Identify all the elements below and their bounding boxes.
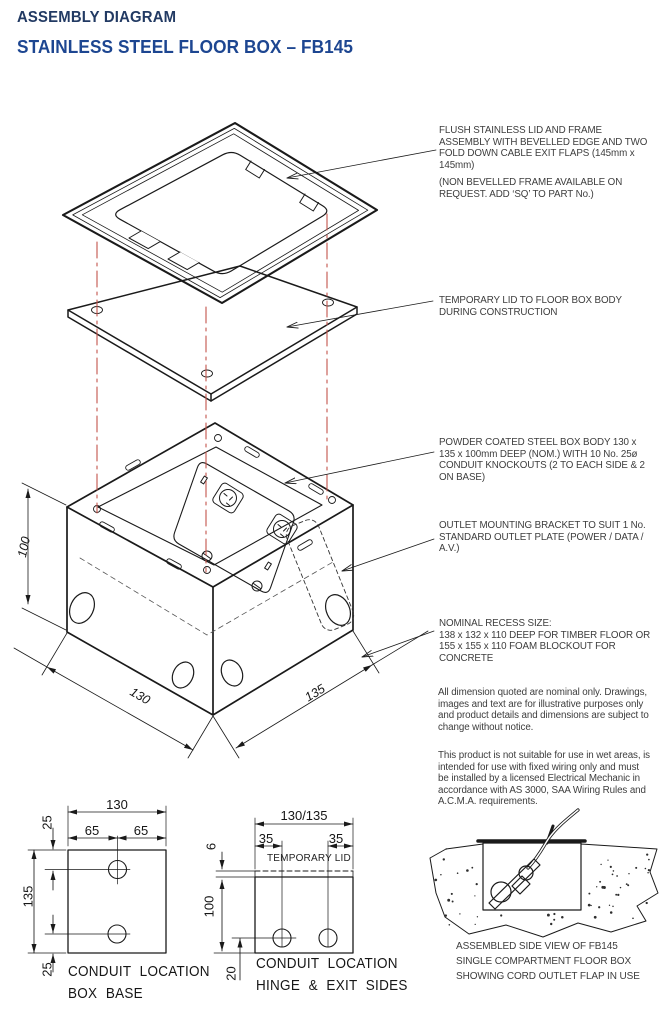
side-dim-lid-thickness: 6	[203, 842, 219, 851]
base-dim-width: 130	[106, 797, 128, 812]
base-dim-half-left: 65	[84, 823, 100, 838]
callout-box-body: POWDER COATED STEEL BOX BODY 130 x 135 x…	[439, 437, 645, 483]
side-view-drawing	[213, 817, 354, 981]
note-installation: This product is not suitable for use in …	[438, 750, 650, 808]
side-dim-left-offset: 35	[258, 831, 274, 846]
assembled-view-drawing	[429, 808, 659, 938]
page-subtitle: STAINLESS STEEL FLOOR BOX – FB145	[17, 36, 354, 57]
page-title: ASSEMBLY DIAGRAM	[17, 9, 177, 26]
base-view-caption-line2: BOX BASE	[68, 985, 143, 1002]
base-view-drawing	[27, 805, 167, 973]
side-dim-depth: 100	[201, 895, 217, 918]
temporary-lid-drawing	[67, 265, 358, 402]
side-dim-width: 130/135	[280, 808, 328, 823]
side-view-caption-line2: HINGE & EXIT SIDES	[256, 977, 408, 994]
side-view-caption-line1: CONDUIT LOCATION	[256, 955, 398, 972]
base-dim-top-offset: 25	[39, 815, 55, 830]
leader-lines	[285, 149, 437, 657]
callout-lid-frame: FLUSH STAINLESS LID AND FRAME ASSEMBLY W…	[439, 125, 648, 171]
callout-temporary-lid: TEMPORARY LID TO FLOOR BOX BODY DURING C…	[439, 295, 622, 318]
callout-recess-size: NOMINAL RECESS SIZE: 138 x 132 x 110 DEE…	[439, 618, 651, 664]
note-disclaimer: All dimension quoted are nominal only. D…	[438, 687, 649, 733]
centerlines	[96, 213, 328, 573]
outlet-bracket-drawing	[173, 462, 355, 631]
base-dim-bottom-offset: 25	[39, 962, 55, 977]
lid-frame-drawing	[61, 121, 379, 305]
assembled-view-caption: ASSEMBLED SIDE VIEW OF FB145 SINGLE COMP…	[456, 941, 640, 982]
base-view-caption-line1: CONDUIT LOCATION	[68, 963, 210, 980]
side-dim-right-offset: 35	[328, 831, 344, 846]
iso-dimensions	[13, 482, 429, 759]
callout-lid-frame-note: (NON BEVELLED FRAME AVAILABLE ON REQUEST…	[439, 177, 623, 200]
temporary-lid-label: TEMPORARY LID	[267, 853, 351, 864]
side-dim-hole-offset: 20	[223, 966, 239, 981]
box-body-drawing	[66, 422, 354, 716]
base-dim-height: 135	[20, 885, 36, 908]
base-dim-half-right: 65	[133, 823, 149, 838]
callout-outlet-bracket: OUTLET MOUNTING BRACKET TO SUIT 1 No. ST…	[439, 520, 646, 555]
